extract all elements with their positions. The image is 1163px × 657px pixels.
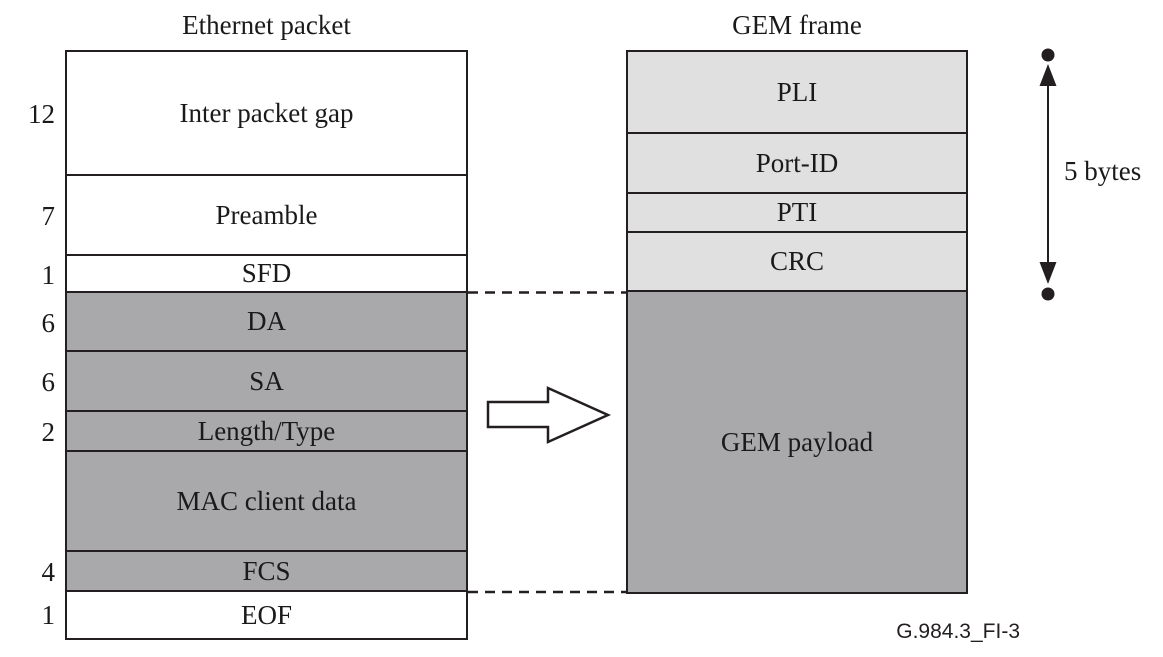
measure-arrowhead-up-icon [1039, 64, 1057, 86]
ethernet-field-inter-packet-gap: Inter packet gap [67, 52, 466, 176]
ethernet-field-sfd: SFD [67, 256, 466, 293]
five-bytes-measure-arrow [1039, 48, 1057, 301]
field-label: SFD [241, 258, 292, 288]
field-label: PLI [776, 76, 818, 107]
field-label: EOF [240, 599, 292, 630]
field-label: Inter packet gap [179, 97, 354, 128]
gem-frame-title: GEM frame [732, 10, 862, 40]
measure-top-dot [1041, 48, 1055, 62]
byte-count-inter-packet-gap: 12 [28, 99, 55, 129]
ethernet-packet-title: Ethernet packet [182, 10, 351, 40]
field-label: SA [249, 365, 284, 396]
field-label: MAC client data [176, 485, 357, 516]
ethernet-field-da: DA [67, 293, 466, 352]
ethernet-field-mac-client-data: MAC client data [67, 452, 466, 552]
ethernet-field-length-type: Length/Type [67, 412, 466, 452]
field-label: FCS [242, 555, 291, 586]
gem-field-gem-payload: GEM payload [628, 292, 966, 592]
field-label: Port-ID [755, 147, 839, 178]
byte-count-sfd: 1 [41, 259, 56, 290]
gem-field-pli: PLI [628, 52, 966, 134]
gem-field-pti: PTI [628, 194, 966, 233]
byte-count-preamble: 7 [41, 201, 56, 231]
ethernet-field-fcs: FCS [67, 552, 466, 592]
ethernet-field-sa: SA [67, 352, 466, 412]
byte-count-length-type: 2 [41, 417, 56, 447]
byte-count-fcs: 4 [41, 557, 56, 587]
field-label: PTI [776, 197, 818, 227]
gem-field-port-id: Port-ID [628, 134, 966, 194]
gem-field-crc: CRC [628, 233, 966, 292]
ethernet-field-preamble: Preamble [67, 176, 466, 256]
field-label: Preamble [215, 199, 318, 230]
field-label: CRC [769, 246, 825, 276]
field-label: DA [247, 306, 286, 336]
byte-count-eof: 1 [41, 600, 56, 630]
figure-caption: G.984.3_FI-3 [896, 620, 1020, 643]
ethernet-field-eof: EOF [67, 592, 466, 638]
measure-bottom-dot [1041, 287, 1055, 301]
five-bytes-annotation: 5 bytes [1064, 156, 1142, 186]
field-label: GEM payload [720, 426, 874, 457]
measure-arrowhead-down-icon [1039, 262, 1057, 284]
gem-frame-box: PLI Port-ID PTI CRC GEM payload [626, 50, 968, 594]
mapping-arrow-icon [486, 386, 612, 444]
byte-count-da: 6 [41, 307, 56, 338]
field-label: Length/Type [197, 415, 336, 446]
byte-count-sa: 6 [41, 367, 56, 397]
